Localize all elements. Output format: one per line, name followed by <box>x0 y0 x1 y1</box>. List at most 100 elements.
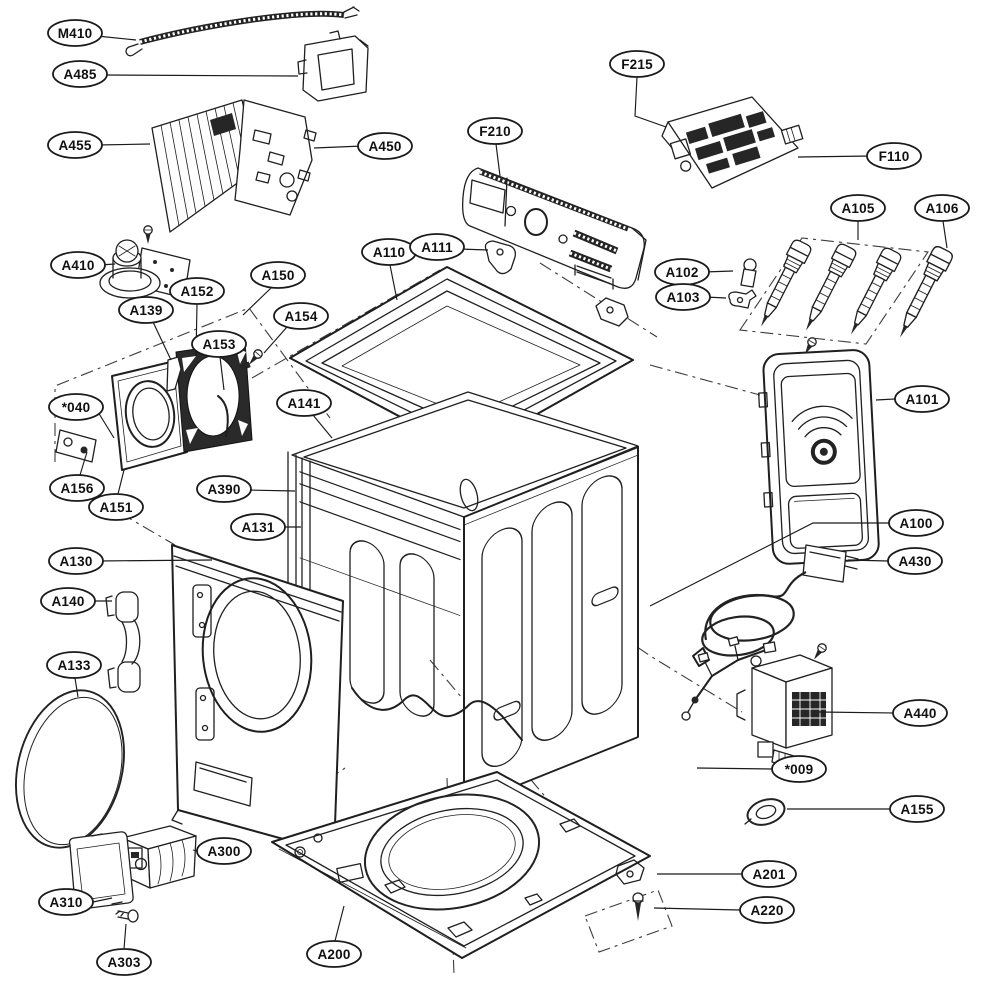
part-cabinet <box>287 391 639 809</box>
part-door <box>15 689 125 849</box>
callout-A133: A133 <box>46 651 102 698</box>
callout-A101: A101 <box>875 385 950 413</box>
callout-leader-line <box>389 264 398 301</box>
callout-bubble <box>96 948 152 976</box>
part-main-board <box>151 99 317 233</box>
callout-bubble <box>892 699 948 727</box>
callout-leader-line <box>334 905 345 942</box>
callout-bubble <box>40 587 96 615</box>
callout-leader-line <box>152 321 172 361</box>
callout-bubble <box>889 795 945 823</box>
callout-bubble <box>118 296 174 324</box>
callout-bubble <box>655 283 711 311</box>
callout-leader-line <box>97 559 213 562</box>
callout-bubble <box>52 60 108 88</box>
callout-label: A106 <box>925 201 958 216</box>
callout-bubble <box>771 755 827 783</box>
part-door-frame-inner <box>175 341 253 453</box>
callout-bubble <box>47 131 103 159</box>
callout-A105: A105 <box>830 194 886 240</box>
part-power-cord <box>692 544 859 667</box>
callout-leader-line <box>797 155 873 158</box>
callout-leader-line <box>847 559 889 562</box>
part-bracket-a156 <box>55 429 97 463</box>
part-hinge-bracket-a111 <box>484 240 516 275</box>
callout-A139: A139 <box>118 296 174 361</box>
callout-label: A410 <box>61 258 94 273</box>
callout-label: A110 <box>373 245 405 260</box>
callout-label: A310 <box>49 895 82 910</box>
part-leveling-screw-a220 <box>632 892 644 921</box>
callout-A220: A220 <box>653 896 795 924</box>
callout-s009: *009 <box>696 755 827 783</box>
callout-bubble <box>276 389 332 417</box>
callout-bubble <box>894 385 950 413</box>
callout-bubble <box>609 50 665 78</box>
part-base <box>271 771 673 959</box>
callout-bubble <box>273 302 329 330</box>
callout-leader-line <box>97 411 115 439</box>
callout-label: A430 <box>898 554 931 569</box>
callout-bubble <box>409 233 465 261</box>
clip-icon <box>240 361 251 371</box>
callout-leader-line <box>312 414 333 439</box>
callout-bubble <box>38 888 94 916</box>
callout-label: A150 <box>261 268 294 283</box>
callout-A450: A450 <box>313 132 413 160</box>
callout-bubble <box>739 896 795 924</box>
callout-label: A105 <box>841 201 874 216</box>
callout-label: A140 <box>51 594 84 609</box>
callout-bubble <box>50 251 106 279</box>
callout-A150: A150 <box>242 261 306 316</box>
callout-A410: A410 <box>50 251 116 279</box>
callout-A156: A156 <box>49 451 105 502</box>
callout-A130: A130 <box>48 547 213 575</box>
callout-bubble <box>49 474 105 502</box>
callout-bubble <box>47 19 103 47</box>
callout-A111: A111 <box>409 233 489 261</box>
callout-leader-line <box>875 398 896 401</box>
callout-label: A133 <box>57 658 90 673</box>
callout-bubble <box>88 493 144 521</box>
callout-A430: A430 <box>847 547 943 575</box>
callout-A154: A154 <box>263 302 329 354</box>
callout-bubble <box>866 142 922 170</box>
callout-A201: A201 <box>657 860 797 888</box>
callout-label: *040 <box>62 400 91 415</box>
callout-A303: A303 <box>96 923 152 976</box>
callout-A151: A151 <box>88 469 144 521</box>
callout-leader-line <box>79 451 88 476</box>
callout-A131: A131 <box>230 513 301 541</box>
callout-label: A102 <box>665 265 698 280</box>
callout-label: A156 <box>60 481 93 496</box>
callout-leader-line <box>313 145 364 149</box>
callout-label: A131 <box>241 520 274 535</box>
callout-leader-line <box>634 76 667 128</box>
part-pin-a102 <box>740 258 757 288</box>
callout-bubble <box>914 194 970 222</box>
part-back-cover <box>758 349 880 565</box>
callout-A455: A455 <box>47 131 151 159</box>
callout-label: A300 <box>207 844 240 859</box>
part-dispenser-box <box>121 825 197 889</box>
part-bracket-a485 <box>297 30 369 102</box>
callout-bubble <box>357 132 413 160</box>
callout-leader-line <box>495 143 501 177</box>
callout-leader-line <box>92 897 113 903</box>
callout-label: A303 <box>107 955 140 970</box>
callout-label: A101 <box>905 392 938 407</box>
callout-label: A440 <box>903 706 936 721</box>
callout-bubble <box>887 547 943 575</box>
callout-bubble <box>830 194 886 222</box>
callout-label: A152 <box>180 284 213 299</box>
callout-label: F210 <box>479 124 511 139</box>
part-display-board <box>661 96 804 189</box>
callout-bubble <box>48 547 104 575</box>
part-noise-filter <box>736 654 833 769</box>
screw-icon <box>143 225 153 245</box>
callout-A140: A140 <box>40 587 112 615</box>
callout-A440: A440 <box>818 699 948 727</box>
callout-label: A103 <box>666 290 699 305</box>
callout-label: A155 <box>900 802 933 817</box>
